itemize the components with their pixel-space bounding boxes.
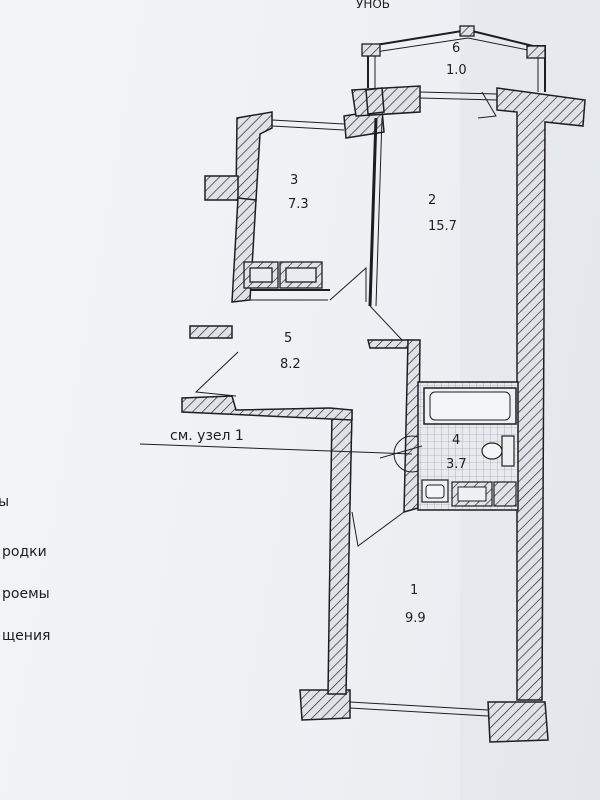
room-label-5: 5 8.2 (280, 331, 301, 372)
room-label-2: 2 15.7 (428, 193, 457, 234)
legend-item-3: роемы (2, 586, 50, 602)
room-label-4: 4 3.7 (446, 433, 467, 472)
toilet (481, 435, 515, 467)
room-label-1: 1 9.9 (405, 583, 426, 626)
room-2-number: 2 (428, 193, 436, 208)
windows (271, 91, 498, 717)
balcony-6 (361, 25, 546, 92)
node-callout: см. узел 1 (139, 428, 423, 459)
room-6-number: 6 (452, 41, 460, 56)
legend-item-4: щения (2, 628, 50, 644)
legend-fragments: ы родки роемы щения (0, 494, 50, 644)
room-4-area: 3.7 (446, 457, 467, 472)
legend-item-2: родки (2, 544, 47, 560)
room-2-area: 15.7 (428, 219, 457, 234)
header-fragment: УНОБ (356, 0, 390, 11)
room-label-3: 3 7.3 (288, 173, 309, 212)
room-3-area: 7.3 (288, 197, 309, 212)
bathroom (417, 381, 519, 511)
room-1-area: 9.9 (405, 611, 426, 626)
room-3-number: 3 (290, 173, 298, 188)
room-5-area: 8.2 (280, 357, 301, 372)
callout-text: см. узел 1 (170, 428, 244, 444)
sink (421, 479, 449, 503)
room-1-number: 1 (410, 583, 418, 598)
legend-item-1: ы (0, 494, 9, 510)
room-4-number: 4 (452, 433, 460, 448)
walls (181, 85, 586, 743)
room-6-area: 1.0 (446, 63, 467, 78)
built-in-cabinets (243, 261, 323, 289)
partitions (248, 117, 383, 691)
room-label-6: 6 1.0 (446, 41, 467, 78)
room-5-number: 5 (284, 331, 292, 346)
